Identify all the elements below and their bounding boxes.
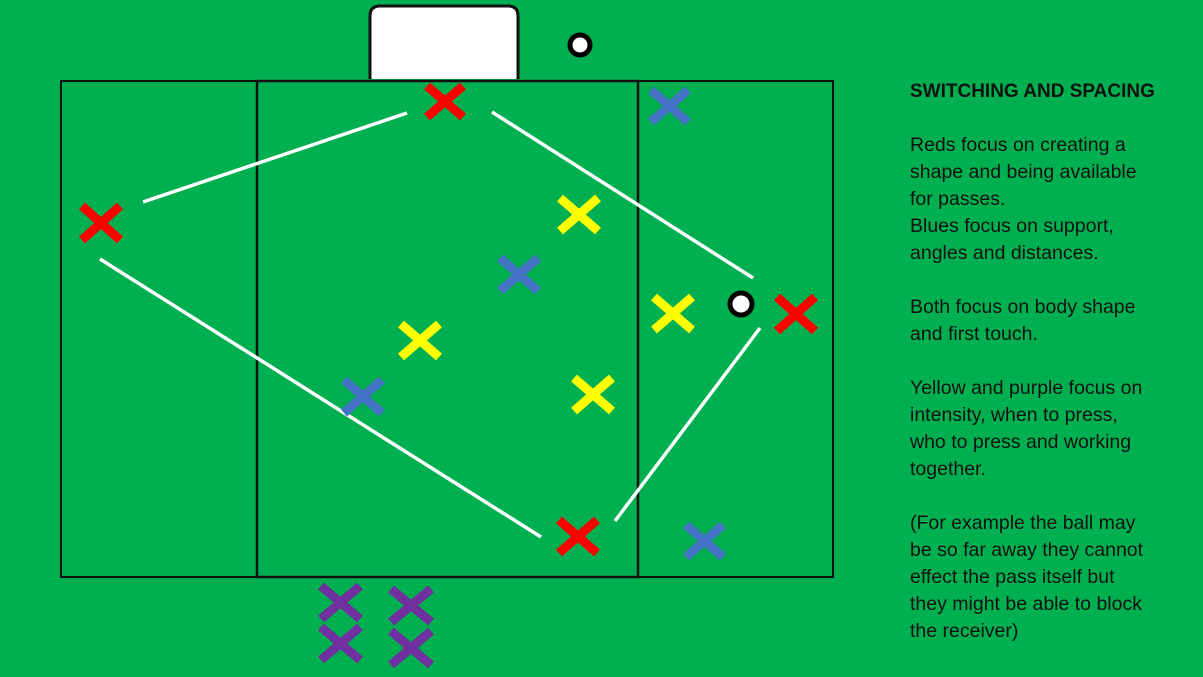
yellow-player-marker xyxy=(571,374,615,415)
notes-line: the receiver) xyxy=(910,620,1019,642)
ball xyxy=(727,290,755,318)
notes-paragraph: Both focus on body shape and first touch… xyxy=(910,294,1195,348)
ball xyxy=(567,32,593,58)
notes-line: be so far away they cannot xyxy=(910,539,1144,561)
red-player-marker xyxy=(78,202,124,244)
pitch xyxy=(60,79,834,579)
notes-line: shape and being available xyxy=(910,161,1137,183)
blue-player-marker xyxy=(341,376,385,417)
notes-line: (For example the ball may xyxy=(910,512,1136,534)
purple-player-marker xyxy=(318,623,363,664)
yellow-player-marker xyxy=(651,293,695,334)
yellow-player-marker xyxy=(557,194,601,235)
blue-player-marker xyxy=(648,86,691,126)
notes-line: Both focus on body shape xyxy=(910,296,1136,318)
yellow-players xyxy=(398,194,695,415)
notes-line: they might be able to block xyxy=(910,593,1142,615)
purple-player-marker xyxy=(388,627,434,669)
notes-line: intensity, when to press, xyxy=(910,404,1118,426)
pass-line xyxy=(613,326,762,523)
purple-player-marker xyxy=(318,582,363,623)
red-player-marker xyxy=(773,293,819,335)
blue-players xyxy=(341,86,726,561)
pitch-outline xyxy=(60,80,834,578)
drill-notes: SWITCHING AND SPACING Reds focus on crea… xyxy=(910,78,1195,645)
notes-line: together. xyxy=(910,458,986,480)
passing-lines xyxy=(99,110,762,539)
purple-players xyxy=(318,582,434,669)
central-zone xyxy=(255,79,640,579)
notes-paragraph: Reds focus on creating a shape and being… xyxy=(910,132,1195,267)
pass-line xyxy=(142,111,408,204)
notes-paragraph: (For example the ball may be so far away… xyxy=(910,510,1195,645)
notes-line: angles and distances. xyxy=(910,242,1099,264)
notes-line: for passes. xyxy=(910,188,1006,210)
red-player-marker xyxy=(556,516,600,557)
goal xyxy=(368,4,520,79)
red-player-marker xyxy=(424,82,466,121)
blue-player-marker xyxy=(683,521,726,561)
notes-line: Blues focus on support, xyxy=(910,215,1114,237)
notes-line: effect the pass itself but xyxy=(910,566,1115,588)
pass-line xyxy=(491,110,754,280)
notes-line: and first touch. xyxy=(910,323,1038,345)
pass-line xyxy=(99,257,542,539)
notes-line: Reds focus on creating a xyxy=(910,134,1126,156)
red-players xyxy=(78,82,819,557)
notes-line: Yellow and purple focus on xyxy=(910,377,1143,399)
blue-player-marker xyxy=(497,254,541,295)
notes-paragraph: Yellow and purple focus on intensity, wh… xyxy=(910,375,1195,483)
drill-title: SWITCHING AND SPACING xyxy=(910,81,1155,102)
notes-line: who to press and working xyxy=(910,431,1132,453)
purple-player-marker xyxy=(388,585,434,626)
yellow-player-marker xyxy=(398,320,442,361)
